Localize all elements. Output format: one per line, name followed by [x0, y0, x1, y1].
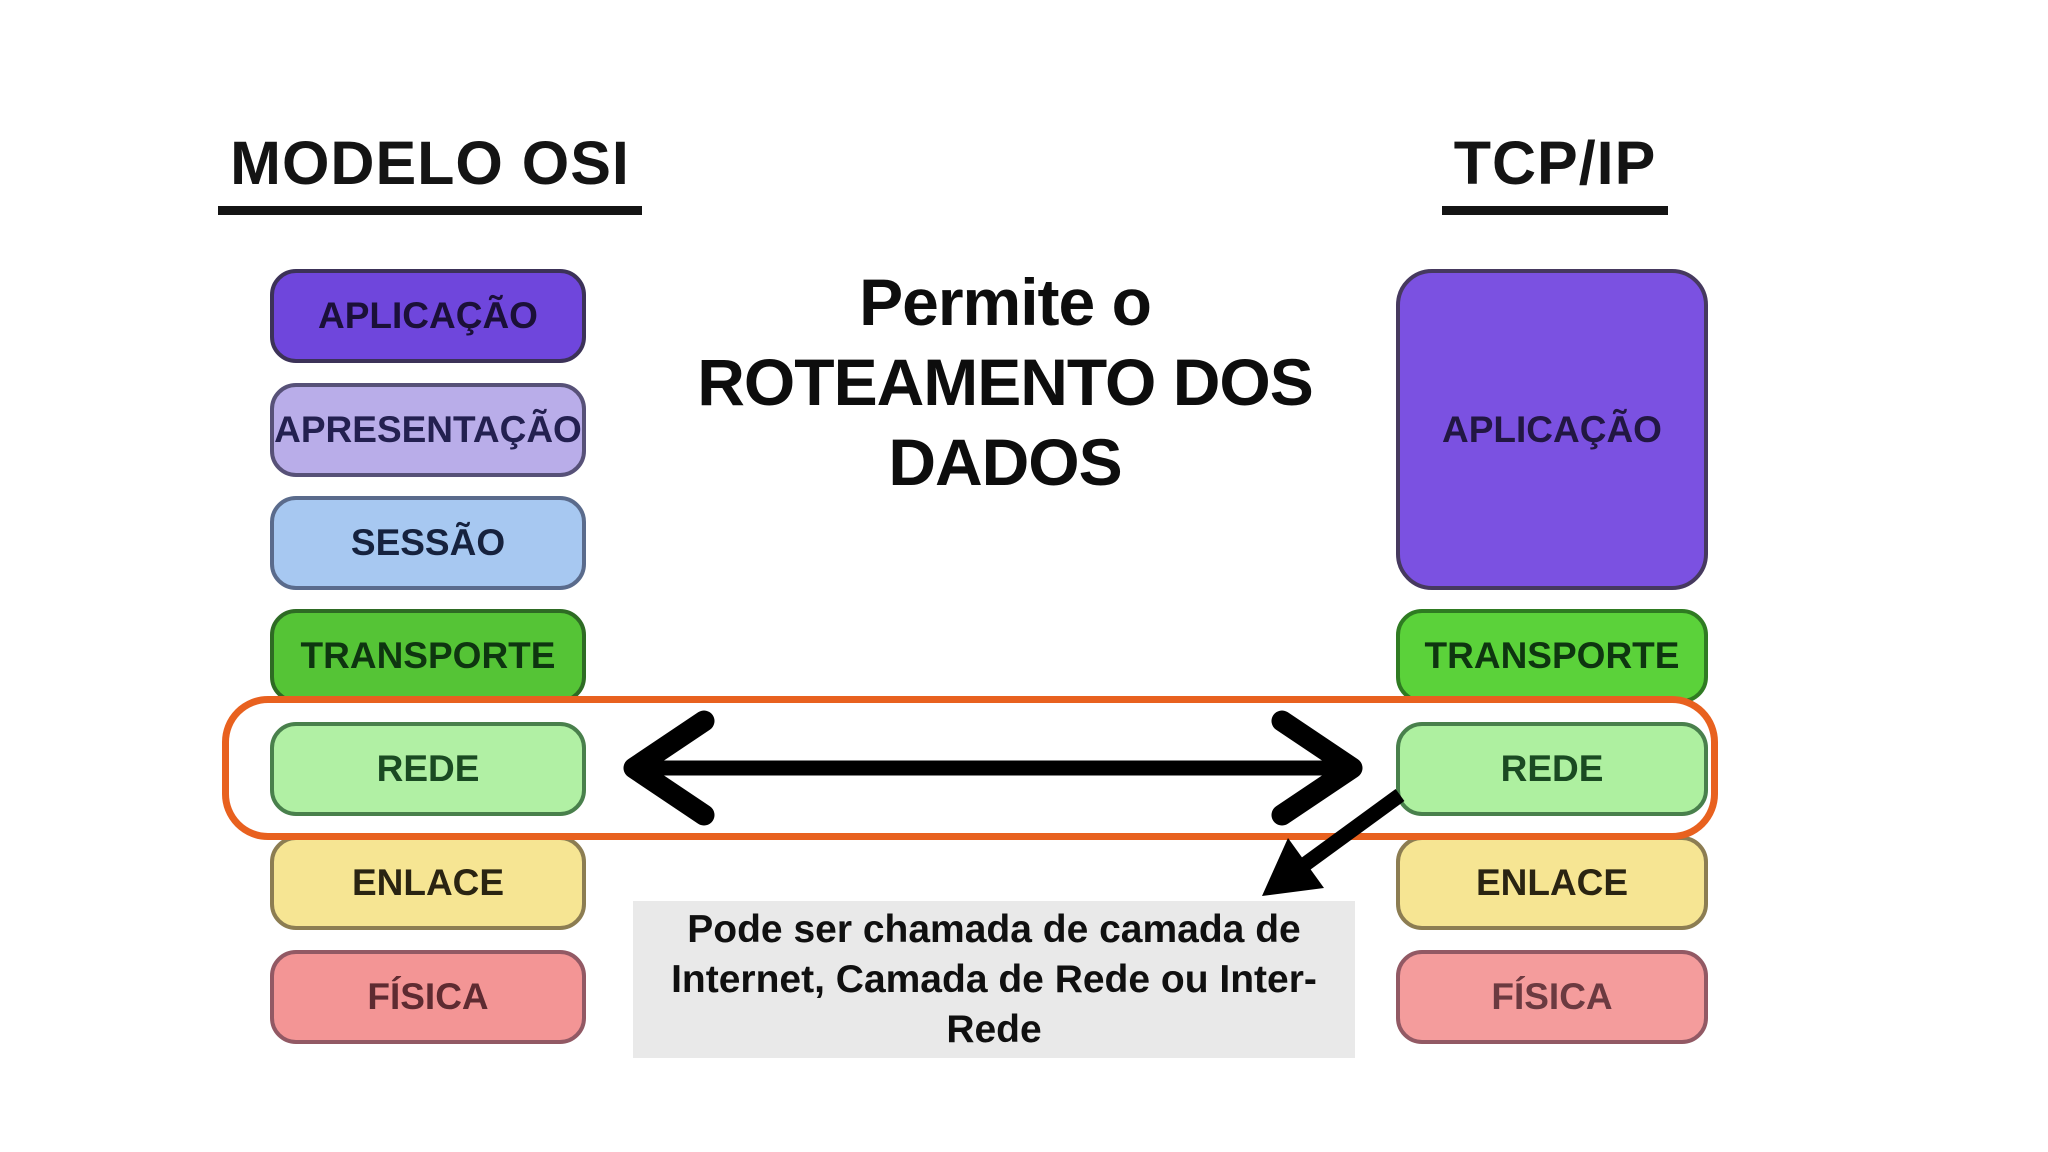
arrowhead-left-icon — [623, 710, 715, 826]
osi-title-text: MODELO OSI — [218, 128, 642, 215]
bidirectional-arrow — [623, 710, 1363, 826]
tcpip-title: TCP/IP — [1400, 128, 1710, 215]
routing-note: Permite o ROTEAMENTO DOS DADOS — [620, 262, 1390, 502]
osi-layer-sessao: SESSÃO — [270, 496, 586, 590]
internet-layer-note-line: Internet, Camada de Rede ou Inter- — [671, 957, 1317, 1001]
arrowhead-right-icon — [1271, 710, 1363, 826]
note-arrowhead-icon — [1262, 838, 1324, 896]
tcpip-layer-fisica: FÍSICA — [1396, 950, 1708, 1044]
osi-layer-enlace: ENLACE — [270, 836, 586, 930]
note-arrow — [1262, 788, 1405, 896]
tcpip-layer-enlace: ENLACE — [1396, 836, 1708, 930]
routing-note-line: ROTEAMENTO DOS — [697, 345, 1313, 419]
osi-layer-rede: REDE — [270, 722, 586, 816]
note-arrow-shaft — [1295, 788, 1405, 875]
osi-layer-aplicacao: APLICAÇÃO — [270, 269, 586, 363]
tcpip-layer-aplicacao: APLICAÇÃO — [1396, 269, 1708, 590]
internet-layer-note-line: Pode ser chamada de camada de — [687, 907, 1301, 951]
osi-layer-fisica: FÍSICA — [270, 950, 586, 1044]
internet-layer-note: Pode ser chamada de camada de Internet, … — [633, 901, 1355, 1058]
tcpip-title-text: TCP/IP — [1441, 128, 1669, 215]
osi-layer-apresentacao: APRESENTAÇÃO — [270, 383, 586, 477]
routing-note-line: DADOS — [888, 425, 1122, 499]
tcpip-layer-rede: REDE — [1396, 722, 1708, 816]
tcpip-layer-transporte: TRANSPORTE — [1396, 609, 1708, 703]
internet-layer-note-line: Rede — [946, 1007, 1042, 1051]
osi-layer-transporte: TRANSPORTE — [270, 609, 586, 703]
routing-note-line: Permite o — [859, 265, 1152, 339]
osi-title: MODELO OSI — [210, 128, 650, 215]
